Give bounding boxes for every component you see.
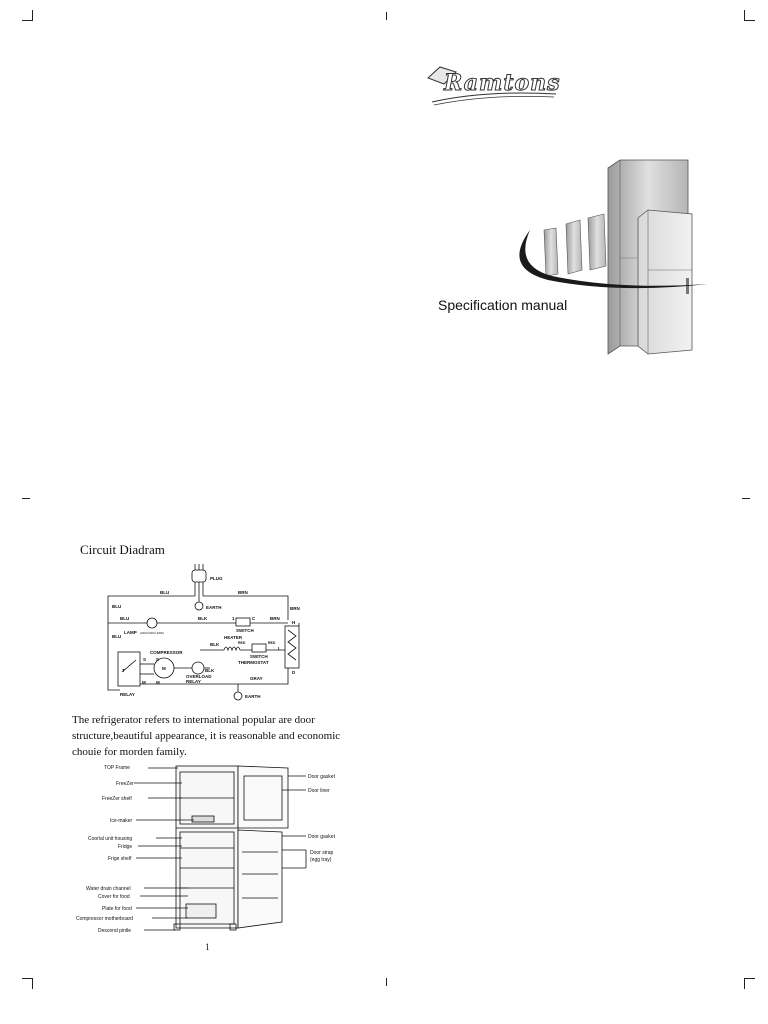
lamp-label: LAMP: [124, 630, 137, 635]
terminal-l: L: [278, 646, 281, 651]
crop-mark-bottom-center: [386, 978, 387, 986]
blk-label-2: BLK: [210, 642, 220, 647]
earth-label-bottom: EARTH: [245, 694, 261, 699]
brn-label-1: BRN: [238, 590, 248, 595]
part-door-gasket-top: Door gasket: [308, 774, 336, 780]
overload-relay-label: RELAY: [186, 679, 201, 684]
part-compressor-motherboard: Compressor motherboard: [76, 916, 133, 922]
part-freezer-shelf: FreeZer shelf: [102, 796, 132, 802]
heater-label: HEATER: [224, 635, 243, 640]
red-label-2: RED: [268, 641, 276, 645]
brn-label-2: BRN: [290, 606, 300, 611]
red-label-1: RED: [238, 641, 246, 645]
brn-label-3: BRN: [270, 616, 280, 621]
crop-mark-top-left: [22, 10, 33, 21]
part-descend-pintle: Descend pintle: [98, 928, 131, 934]
brand-name: Ramtons: [444, 70, 561, 97]
part-control-unit-housing: Coorlal unit housing: [88, 836, 132, 842]
terminal-d: D: [292, 670, 296, 675]
crop-mark-top-right: [744, 10, 755, 21]
part-fridge: Fridge: [118, 844, 132, 850]
crop-mark-bottom-right: [744, 978, 755, 989]
earth-label-top: EARTH: [206, 605, 222, 610]
blk-label-1: BLK: [198, 616, 208, 621]
switch-label-2: SWITCH: [250, 654, 268, 659]
m-label-2: M: [156, 680, 160, 685]
blu-label-2: BLU: [112, 604, 121, 609]
part-door-liner: Door liner: [308, 788, 330, 794]
cover-title: Specification manual: [438, 297, 568, 313]
compressor-label: COMPRESSOR: [150, 650, 183, 655]
s-label-1: S: [143, 657, 146, 662]
cover-fridges-illustration: [508, 158, 723, 358]
t-label: T: [122, 668, 125, 673]
m-label-1: M: [142, 680, 146, 685]
part-egg-tray: (egg tray): [310, 857, 332, 863]
blu-label-1: BLU: [160, 590, 169, 595]
gray-label: GRAY: [250, 676, 263, 681]
part-plate-for-food: Plate for food: [102, 906, 132, 912]
refrigerator-parts-diagram: TOP Frame FreeZer FreeZer shelf Ice-make…: [76, 765, 336, 934]
terminal-1: 1: [232, 616, 235, 621]
part-freezer: FreeZer: [116, 781, 134, 787]
motor-m-label: M: [162, 666, 166, 671]
part-door-gasket-bottom: Door gasket: [308, 834, 336, 840]
switch-label-1: SWITCH: [236, 628, 254, 633]
blu-label-4: BLU: [112, 634, 121, 639]
brand-logo: Ramtons: [426, 64, 560, 108]
crop-mark-middle-right: [742, 498, 750, 499]
relay-label: RELAY: [120, 692, 135, 697]
blk-label-3: BLK: [205, 668, 215, 673]
crop-mark-bottom-left: [22, 978, 33, 989]
plug-label: PLUG: [210, 576, 223, 581]
blu-label-3: BLU: [120, 616, 129, 621]
lamp-spec-label: (220V/240V-15W): [140, 631, 164, 635]
s-label-2: S: [156, 657, 159, 662]
crop-mark-top-center: [386, 12, 387, 20]
part-door-strap: Door strap: [310, 850, 334, 856]
part-fridge-shelf: Frige shelf: [108, 856, 132, 862]
part-cover-for-food: Cover for food: [98, 894, 130, 900]
part-water-drain-channel: Water drain channel: [86, 886, 131, 892]
page-number: 1: [205, 942, 210, 952]
circuit-section-title: Circuit Diadram: [80, 542, 165, 557]
crop-mark-middle-left: [22, 498, 30, 499]
thermostat-label: THERMOSTAT: [238, 660, 269, 665]
terminal-h: H: [292, 620, 295, 625]
overload-label: OVERLOAD: [186, 674, 212, 679]
part-top-frame: TOP Frame: [104, 765, 130, 771]
intro-paragraph: The refrigerator refers to international…: [72, 714, 341, 758]
terminal-c: C: [252, 616, 256, 621]
part-ice-maker: Ice-maker: [110, 818, 133, 824]
circuit-diagram: PLUG EARTH BLU BRN BLU BRN BLU BLK BRN 1…: [107, 564, 300, 701]
